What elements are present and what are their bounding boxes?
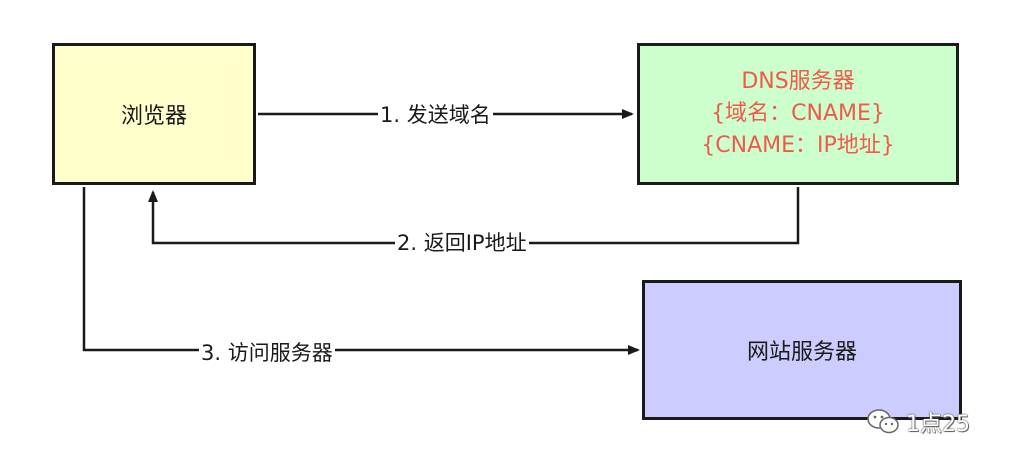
dns-record-domain-cname: {域名：CNAME} bbox=[711, 101, 885, 126]
wechat-icon bbox=[867, 409, 899, 434]
edge-visit-server bbox=[82, 187, 640, 355]
edge-label-return-ip: 2. 返回IP地址 bbox=[395, 230, 529, 256]
dns-record-cname-ip: {CNAME：IP地址} bbox=[701, 133, 895, 158]
watermark: 1点25 bbox=[866, 406, 970, 438]
browser-label: 浏览器 bbox=[120, 104, 187, 129]
edge-label-visit-server: 3. 访问服务器 bbox=[199, 340, 335, 366]
web-server-node: 网站服务器 bbox=[642, 280, 962, 420]
dns-server-node: DNS服务器 {域名：CNAME} {CNAME：IP地址} bbox=[637, 43, 959, 185]
web-server-label: 网站服务器 bbox=[746, 340, 857, 365]
edge-label-send-domain: 1. 发送域名 bbox=[378, 102, 493, 128]
browser-node: 浏览器 bbox=[52, 43, 256, 185]
dns-server-title: DNS服务器 bbox=[741, 69, 855, 94]
watermark-text: 1点25 bbox=[906, 412, 970, 437]
